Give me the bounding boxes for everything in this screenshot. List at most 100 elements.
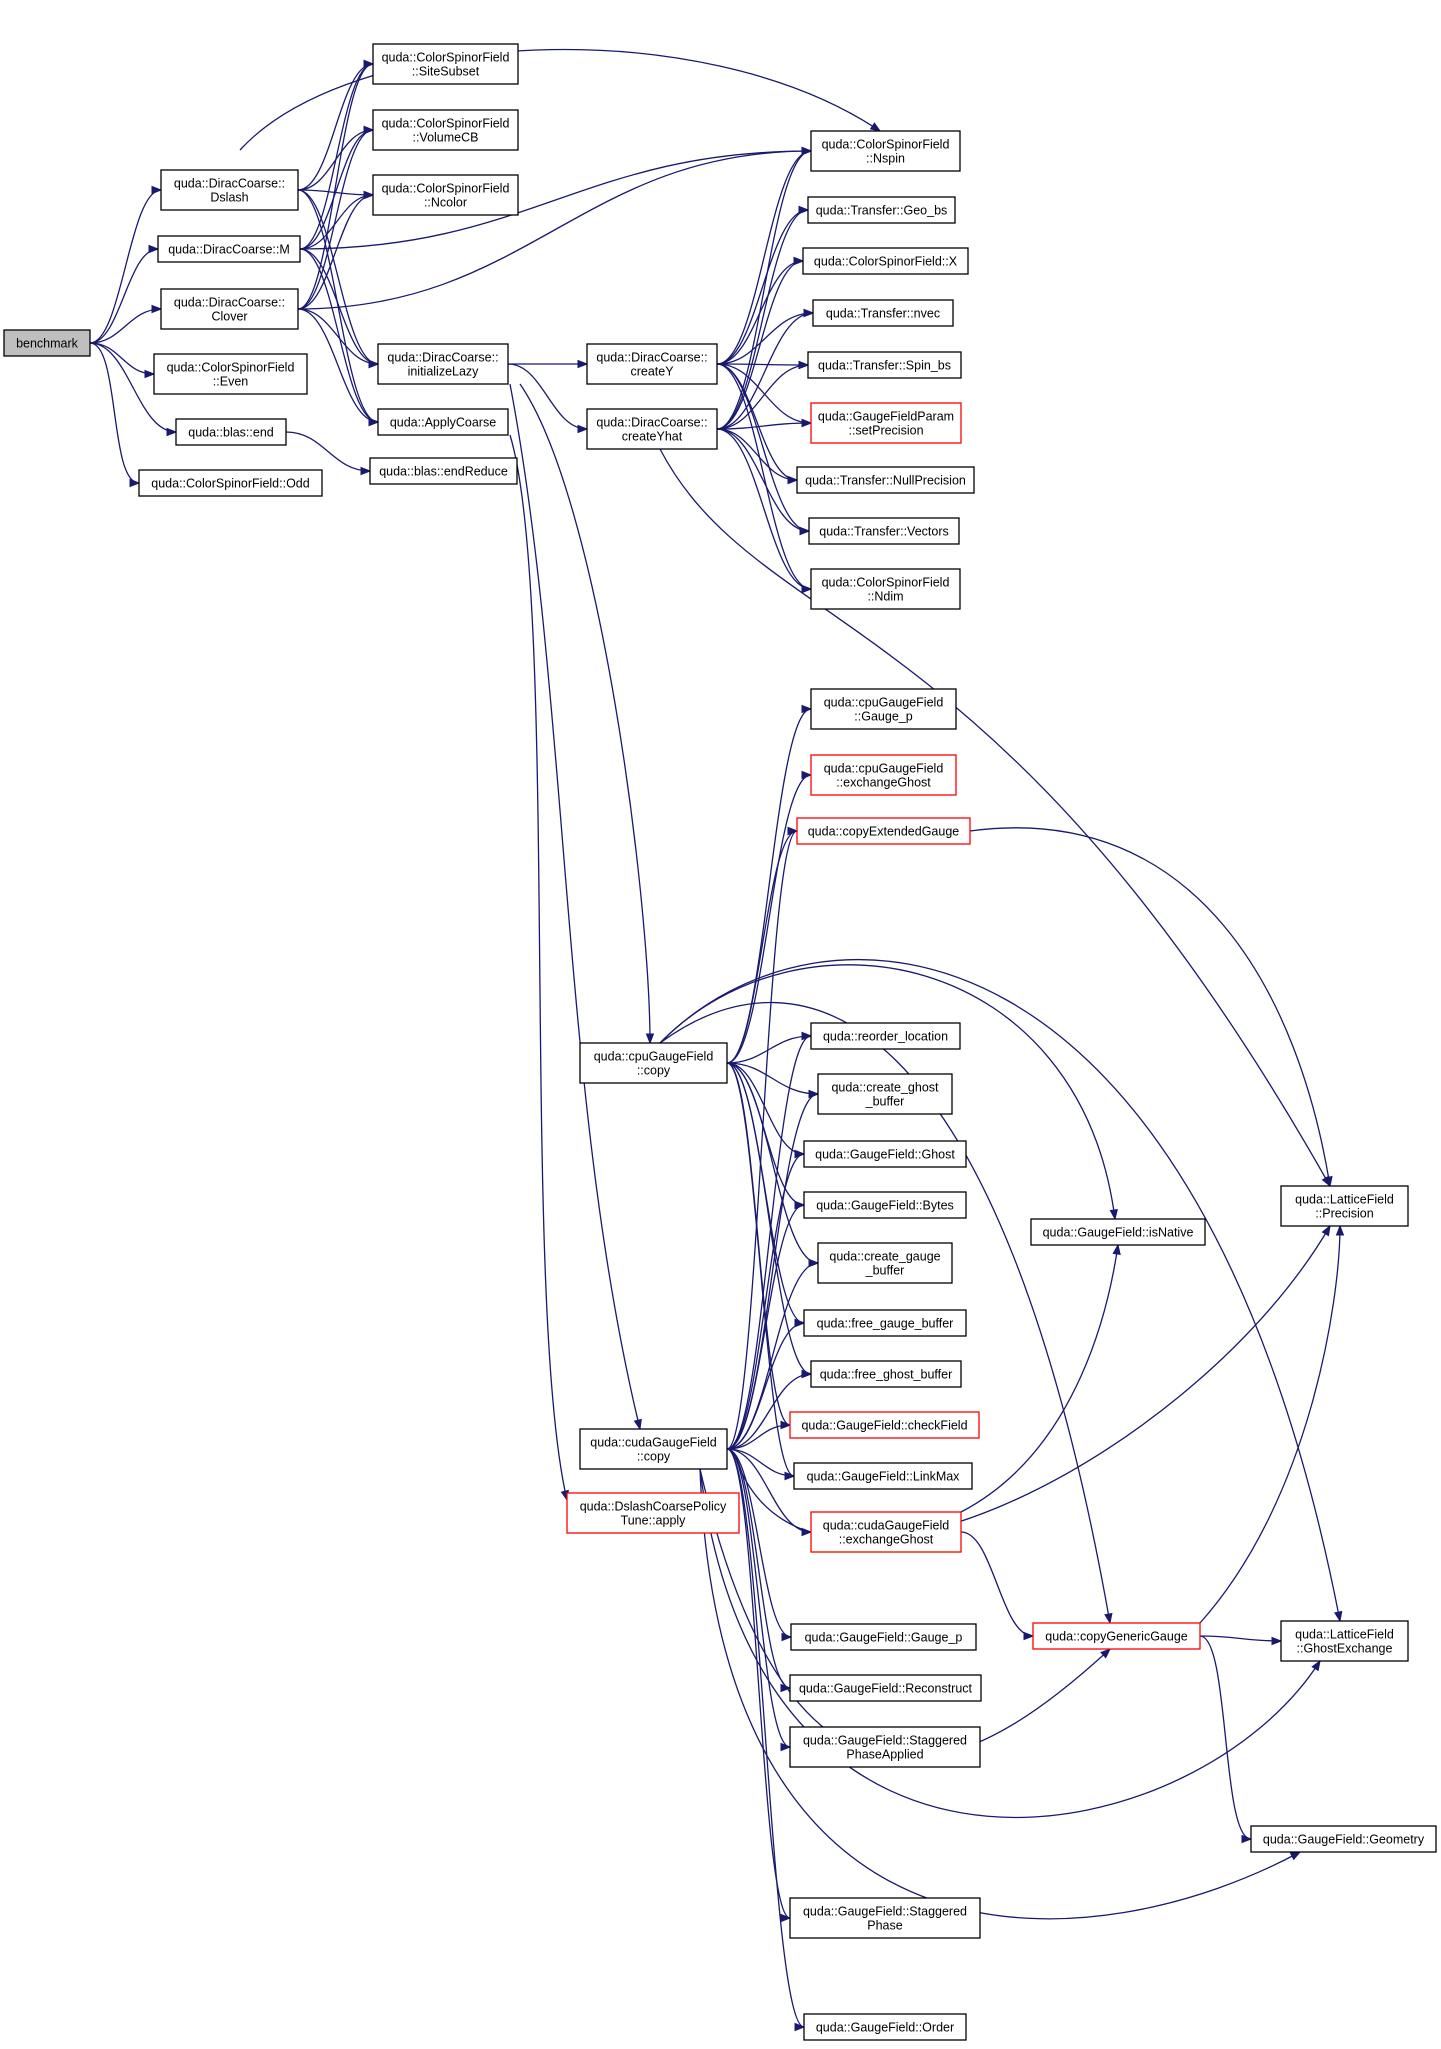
edge-cpuCopy-to-isNative	[659, 964, 1118, 1221]
node-blasEnd[interactable]: quda::blas::end	[175, 418, 287, 446]
node-diracM[interactable]: quda::DiracCoarse::M	[157, 235, 301, 263]
edge-arrowhead	[1271, 1636, 1283, 1646]
node-box	[160, 169, 299, 211]
node-box	[810, 1360, 962, 1388]
node-createY[interactable]: quda::DiracCoarse::createY	[586, 343, 718, 385]
edge-arrowhead	[577, 424, 589, 434]
edge-arrowhead	[798, 205, 810, 215]
edge-arrowhead	[1109, 1209, 1118, 1221]
node-nvec[interactable]: quda::Transfer::nvec	[812, 299, 954, 327]
edge-arrowhead	[151, 304, 163, 314]
node-ghostExchange[interactable]: quda::LatticeField::GhostExchange	[1280, 1620, 1409, 1662]
edge-cpuCopy-to-ghostExchange	[659, 959, 1343, 1623]
node-label: _buffer	[865, 1264, 905, 1278]
node-linkMax[interactable]: quda::GaugeField::LinkMax	[793, 1462, 973, 1490]
edge-line	[726, 1448, 792, 1638]
node-label: quda::DiracCoarse::	[174, 177, 285, 191]
node-setPrecision[interactable]: quda::GaugeFieldParam::setPrecision	[810, 402, 962, 444]
node-csfX[interactable]: quda::ColorSpinorField::X	[802, 247, 969, 275]
node-isNative[interactable]: quda::GaugeField::isNative	[1030, 1218, 1206, 1246]
node-createYhat[interactable]: quda::DiracCoarse::createYhat	[586, 408, 718, 450]
edge-benchmark-to-diracM	[89, 244, 160, 344]
edge-line	[297, 129, 374, 310]
node-ncolor[interactable]: quda::ColorSpinorField::Ncolor	[372, 174, 519, 216]
edge-line	[1199, 1635, 1282, 1642]
node-odd[interactable]: quda::ColorSpinorField::Odd	[138, 469, 323, 497]
edge-arrowhead	[148, 244, 160, 254]
node-cudaExchangeGhost[interactable]: quda::cudaGaugeField::exchangeGhost	[810, 1511, 962, 1553]
node-label: quda::DiracCoarse::	[174, 296, 285, 310]
node-vectors[interactable]: quda::Transfer::Vectors	[808, 517, 960, 545]
node-freeGaugeBuffer[interactable]: quda::free_gauge_buffer	[803, 1309, 967, 1337]
node-freeGhostBuffer[interactable]: quda::free_ghost_buffer	[810, 1360, 962, 1388]
node-cpuExchangeGhost[interactable]: quda::cpuGaugeField::exchangeGhost	[810, 754, 957, 796]
edge-line	[297, 308, 379, 365]
node-latticePrecision[interactable]: quda::LatticeField::Precision	[1280, 1185, 1409, 1227]
edge-createY-to-vectors	[716, 363, 811, 536]
edge-dslash-to-nspin	[239, 48, 882, 151]
node-gfGhost[interactable]: quda::GaugeField::Ghost	[803, 1140, 967, 1168]
node-gfGaugeP[interactable]: quda::GaugeField::Gauge_p	[790, 1623, 977, 1651]
node-createGaugeBuffer[interactable]: quda::create_gauge_buffer	[817, 1242, 953, 1284]
node-box	[372, 174, 519, 216]
node-cpuCopy[interactable]: quda::cpuGaugeField::copy	[579, 1042, 728, 1084]
node-gfBytes[interactable]: quda::GaugeField::Bytes	[803, 1191, 967, 1219]
node-siteSubset[interactable]: quda::ColorSpinorField::SiteSubset	[372, 43, 519, 85]
edge-clover-to-initializeLazy	[297, 308, 380, 369]
edge-createYhat-to-latticePrecision	[659, 448, 1331, 1188]
node-spinBs[interactable]: quda::Transfer::Spin_bs	[807, 351, 962, 379]
edge-arrowhead	[166, 427, 178, 437]
node-dslash[interactable]: quda::DiracCoarse::Dslash	[160, 169, 299, 211]
edge-createYhat-to-spinBs	[716, 360, 810, 430]
node-applyCoarse[interactable]: quda::ApplyCoarse	[377, 408, 509, 436]
node-endReduce[interactable]: quda::blas::endReduce	[369, 457, 518, 485]
edge-createYhat-to-vectors	[716, 428, 811, 536]
edge-line	[297, 194, 374, 310]
node-box	[789, 1726, 981, 1768]
node-ndim[interactable]: quda::ColorSpinorField::Ndim	[810, 568, 961, 610]
edge-cudaCopy-to-gfOrder	[726, 1448, 806, 2032]
node-benchmark[interactable]: benchmark	[3, 329, 91, 357]
node-even[interactable]: quda::ColorSpinorField::Even	[153, 353, 308, 395]
node-cudaCopy[interactable]: quda::cudaGaugeField::copy	[579, 1428, 728, 1470]
node-nspin[interactable]: quda::ColorSpinorField::Nspin	[810, 130, 961, 172]
node-label: ::VolumeCB	[412, 131, 478, 145]
node-copyExtendedGauge[interactable]: quda::copyExtendedGauge	[796, 817, 971, 845]
node-label: ::exchangeGhost	[836, 776, 931, 790]
node-box	[803, 2013, 967, 2041]
node-box	[817, 1242, 953, 1284]
node-label: Tune::apply	[621, 1514, 687, 1528]
node-label: quda::DiracCoarse::	[596, 351, 707, 365]
node-createGhostBuffer[interactable]: quda::create_ghost_buffer	[817, 1073, 953, 1115]
node-box	[807, 196, 956, 224]
node-label: quda::DiracCoarse::M	[168, 243, 290, 257]
node-clover[interactable]: quda::DiracCoarse::Clover	[160, 288, 299, 330]
node-checkField[interactable]: quda::GaugeField::checkField	[789, 1411, 980, 1439]
edge-dslash-to-siteSubset	[297, 59, 375, 191]
node-initializeLazy[interactable]: quda::DiracCoarse::initializeLazy	[377, 343, 509, 385]
node-gfOrder[interactable]: quda::GaugeField::Order	[803, 2013, 967, 2041]
node-label: quda::LatticeField	[1295, 1628, 1394, 1642]
node-copyGenericGauge[interactable]: quda::copyGenericGauge	[1032, 1622, 1201, 1650]
node-label: createYhat	[622, 430, 683, 444]
node-label: PhaseApplied	[846, 1748, 923, 1762]
node-cpuGaugeP[interactable]: quda::cpuGaugeField::Gauge_p	[810, 688, 957, 730]
node-nullPrecision[interactable]: quda::Transfer::NullPrecision	[796, 466, 975, 494]
node-reorderLocation[interactable]: quda::reorder_location	[810, 1022, 961, 1050]
node-label: quda::create_gauge	[829, 1250, 940, 1264]
node-geoBs[interactable]: quda::Transfer::Geo_bs	[807, 196, 956, 224]
node-label: ::copy	[637, 1450, 671, 1464]
node-gfReconstruct[interactable]: quda::GaugeField::Reconstruct	[789, 1674, 982, 1702]
edge-arrowhead	[129, 478, 141, 488]
edge-cpuCopy-to-cpuGaugeP	[726, 704, 813, 1064]
node-box	[796, 817, 971, 845]
edge-line	[726, 1322, 805, 1450]
node-box	[810, 754, 957, 796]
node-box	[789, 1674, 982, 1702]
node-volumeCB[interactable]: quda::ColorSpinorField::VolumeCB	[372, 109, 519, 151]
edge-cudaCopy-to-freeGhostBuffer	[726, 1369, 813, 1450]
node-gfGeometry[interactable]: quda::GaugeField::Geometry	[1250, 1825, 1437, 1853]
